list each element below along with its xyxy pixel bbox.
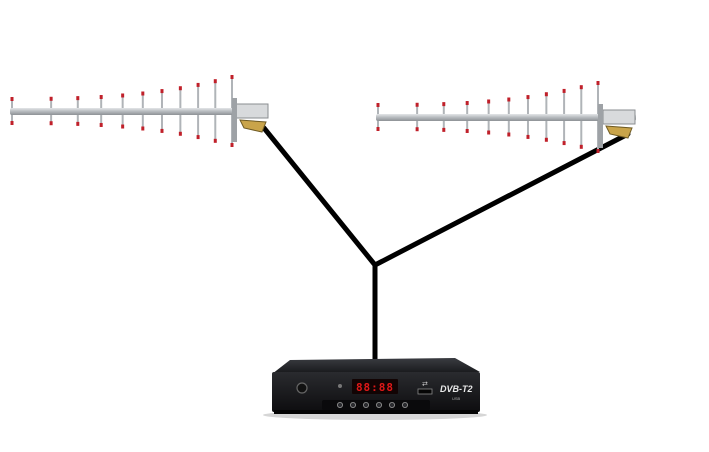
element-tip (562, 141, 566, 146)
usb-port[interactable] (417, 388, 433, 395)
control-buttons (336, 401, 408, 408)
element-tip (596, 149, 600, 153)
element-tip (487, 130, 491, 135)
receiver-base (274, 410, 478, 414)
element-tip (99, 122, 103, 127)
element-tip (442, 127, 446, 132)
cable-right-branch (372, 131, 631, 268)
element-tip (415, 127, 419, 132)
element-tip (230, 143, 234, 147)
antenna-connector (239, 119, 267, 133)
element-tip (465, 128, 469, 133)
element-tip (121, 124, 125, 129)
element-tip (376, 127, 380, 131)
cable-left-branch (261, 125, 378, 268)
element-tip (160, 128, 164, 133)
element-tip (76, 96, 80, 101)
antenna-mast-bracket (598, 104, 603, 148)
control-button[interactable] (349, 401, 356, 408)
element-tip (579, 85, 583, 90)
brand-label: DVB-T2 (440, 384, 473, 394)
control-button[interactable] (336, 401, 343, 408)
antenna-boom (376, 114, 636, 121)
usb-label: USB (452, 396, 461, 401)
element-tip (442, 102, 446, 107)
element-tip (10, 121, 14, 125)
display-digits: 88:88 (356, 381, 394, 394)
element-tip (76, 121, 80, 126)
element-tip (213, 138, 217, 143)
control-button[interactable] (362, 401, 369, 408)
element-tip (415, 102, 419, 107)
antenna-connector (605, 125, 633, 139)
element-tip (544, 92, 548, 97)
element-tip (579, 144, 583, 149)
antenna-cable (261, 125, 631, 363)
element-tip (141, 91, 145, 96)
element-tip (49, 121, 53, 126)
element-tip (526, 134, 530, 139)
antenna-mast-bracket (232, 98, 237, 142)
standby-led (338, 384, 342, 388)
element-tip (562, 88, 566, 93)
element-tip (196, 82, 200, 87)
element-tip (487, 99, 491, 104)
control-button[interactable] (401, 401, 408, 408)
antenna-boom (10, 108, 268, 115)
element-tip (507, 132, 511, 137)
usb-symbol: ⇄ (422, 381, 428, 388)
right-yagi-antenna (376, 81, 636, 153)
element-tip (526, 95, 530, 100)
element-tip (160, 89, 164, 94)
element-tip (178, 86, 182, 91)
antenna-clamp (602, 109, 636, 125)
receiver-top (272, 358, 480, 374)
element-tip (196, 135, 200, 140)
power-button[interactable] (296, 382, 308, 394)
element-tip (213, 79, 217, 84)
antenna-clamp (235, 103, 269, 119)
control-button[interactable] (375, 401, 382, 408)
element-tip (376, 103, 380, 107)
element-tip (544, 137, 548, 142)
left-yagi-antenna (10, 75, 269, 147)
element-tip (596, 81, 600, 85)
dvb-receiver: 88:88 ⇄ DVB-T2 USB (263, 358, 487, 420)
element-tip (121, 93, 125, 98)
front-display (352, 379, 398, 394)
element-tip (141, 126, 145, 131)
element-tip (230, 75, 234, 79)
element-tip (507, 97, 511, 102)
element-tip (99, 95, 103, 100)
element-tip (465, 101, 469, 106)
element-tip (10, 97, 14, 101)
element-tip (49, 96, 53, 101)
element-tip (178, 131, 182, 136)
button-strip (322, 400, 430, 410)
control-button[interactable] (388, 401, 395, 408)
